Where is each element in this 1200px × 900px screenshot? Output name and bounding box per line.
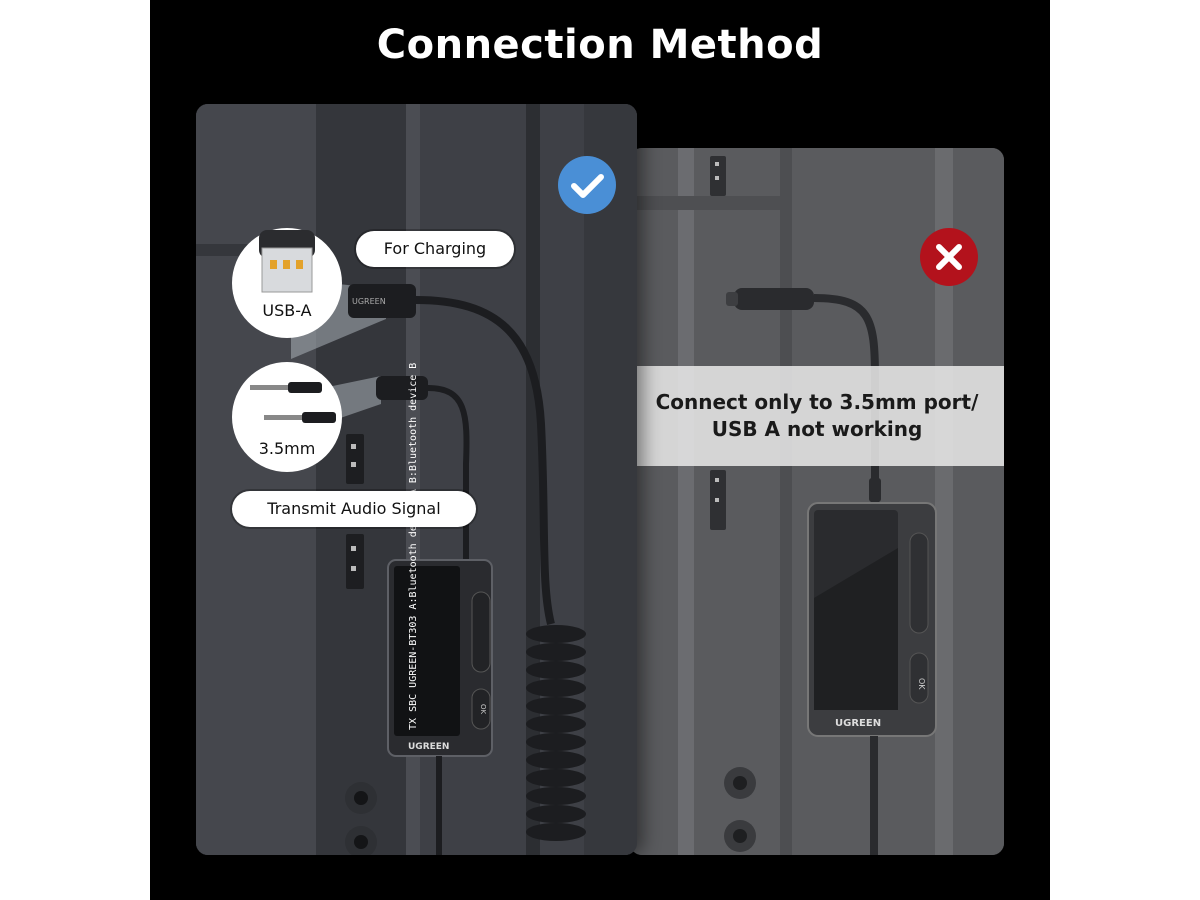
usb-a-callout: USB-A bbox=[232, 228, 342, 338]
left-device-brand: UGREEN bbox=[408, 742, 449, 752]
warning-line-1: Connect only to 3.5mm port/ bbox=[655, 390, 979, 414]
incorrect-connection-panel: OK UGREEN Connect only to 3.5mm port/ US… bbox=[630, 148, 1004, 855]
cross-icon bbox=[920, 228, 978, 286]
right-device-ok: OK bbox=[917, 678, 926, 690]
warning-line-2: USB A not working bbox=[711, 417, 923, 441]
audio-jack-icon bbox=[250, 382, 336, 423]
right-device-brand: UGREEN bbox=[835, 718, 881, 729]
jack-label: 3.5mm bbox=[258, 439, 316, 458]
jack-callout: 3.5mm bbox=[232, 362, 342, 472]
usb-a-plug-icon bbox=[259, 230, 315, 293]
transmit-label: Transmit Audio Signal bbox=[232, 491, 476, 527]
warning-message: Connect only to 3.5mm port/ USB A not wo… bbox=[647, 389, 987, 443]
device-screen: TX SBC UGREEN-BT303 A:Bluetooth device A… bbox=[408, 362, 419, 730]
svg-text:UGREEN: UGREEN bbox=[352, 297, 386, 306]
tv-back-illustration: UGREEN OK UGREEN bbox=[196, 104, 637, 855]
check-icon bbox=[558, 156, 616, 214]
left-device-ok: OK bbox=[479, 704, 487, 715]
correct-connection-panel: UGREEN OK UGREEN TX bbox=[196, 104, 637, 855]
usb-a-label: USB-A bbox=[262, 301, 312, 320]
charging-label: For Charging bbox=[356, 231, 514, 267]
page-title: Connection Method bbox=[376, 22, 824, 68]
product-infographic: Connection Method OK U bbox=[150, 0, 1050, 900]
warning-band: Connect only to 3.5mm port/ USB A not wo… bbox=[630, 366, 1004, 466]
